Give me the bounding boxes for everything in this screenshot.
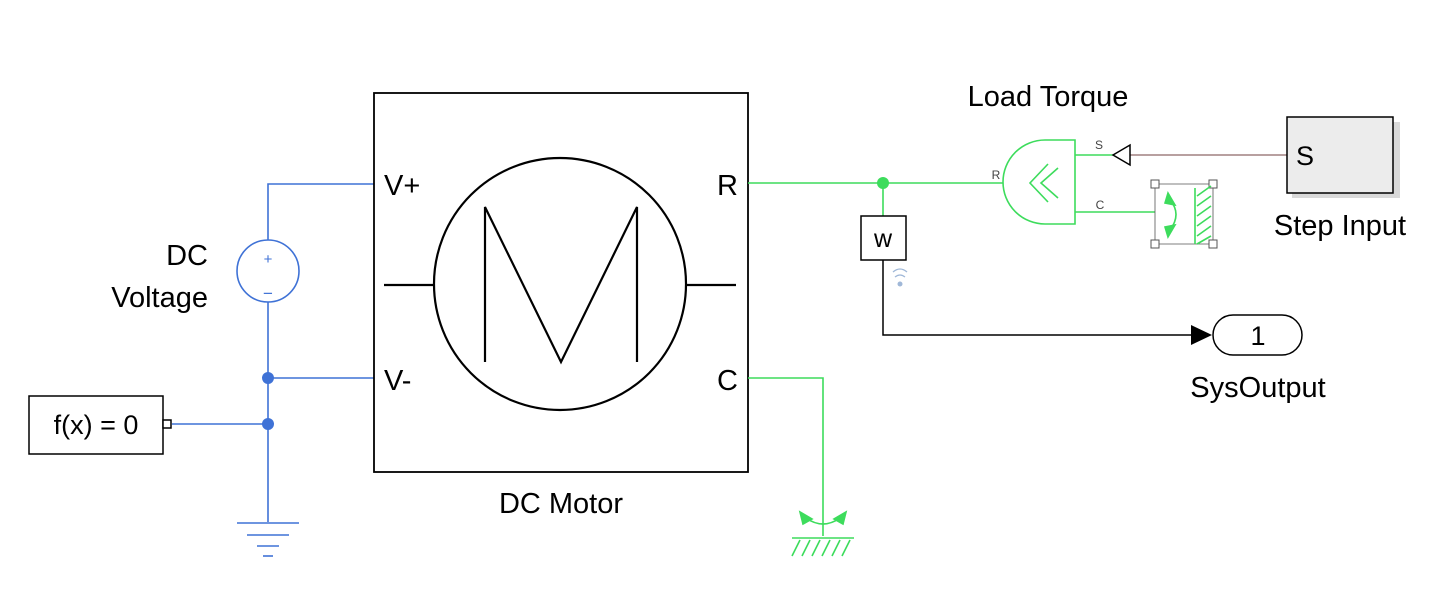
wire-vplus[interactable] xyxy=(267,183,374,242)
motor-port-c: C xyxy=(717,365,738,397)
dc-voltage-label-line2: Voltage xyxy=(111,282,208,314)
motor-m-letter xyxy=(483,206,639,365)
sensor-content: w xyxy=(873,225,893,253)
motor-port-vminus: V- xyxy=(384,365,411,397)
solver-port[interactable] xyxy=(162,419,172,429)
junction-dot xyxy=(262,372,274,384)
motor-port-vplus: V+ xyxy=(384,170,420,202)
sys-output-port[interactable]: 1 xyxy=(1212,314,1303,356)
dc-motor-label: DC Motor xyxy=(499,488,623,520)
motor-port-r: R xyxy=(717,170,738,202)
solver-config-label: f(x) = 0 xyxy=(54,410,139,440)
speed-sensor-block[interactable]: w xyxy=(860,215,907,261)
step-input-content: S xyxy=(1296,141,1314,171)
torque-chevron xyxy=(1039,167,1059,199)
wire-signal-output[interactable] xyxy=(882,260,1191,336)
dc-voltage-label-line1: DC xyxy=(166,240,208,272)
electrical-ground[interactable] xyxy=(237,522,299,557)
junction-dot xyxy=(262,418,274,430)
mechanical-reference[interactable] xyxy=(791,510,854,557)
load-torque-block[interactable]: S R C xyxy=(992,138,1105,225)
junction-dot xyxy=(877,177,889,189)
solver-configuration-block[interactable]: f(x) = 0 xyxy=(28,395,172,455)
step-input-block[interactable]: S xyxy=(1286,116,1400,198)
sys-output-number: 1 xyxy=(1250,321,1265,351)
dc-motor-block[interactable]: V+ V- R C xyxy=(373,92,749,473)
electrical-wires xyxy=(172,183,374,522)
wire-voltage-to-vminus[interactable] xyxy=(267,300,374,379)
load-torque-port-r: R xyxy=(992,168,1001,182)
mechanical-reference-selected[interactable] xyxy=(1150,179,1218,249)
load-torque-port-c: C xyxy=(1096,198,1105,212)
load-torque-input-port-icon xyxy=(1111,143,1131,167)
sys-output-label: SysOutput xyxy=(1190,372,1325,404)
wire-case-to-reference[interactable] xyxy=(748,377,824,536)
mechanical-wires xyxy=(748,182,1155,536)
step-input-label: Step Input xyxy=(1274,210,1406,242)
voltage-plus-sign: + xyxy=(264,251,273,268)
signal-logging-icon xyxy=(892,268,908,287)
load-torque-label: Load Torque xyxy=(968,81,1129,113)
signal-arrowhead xyxy=(1191,325,1212,345)
torque-chevron xyxy=(1028,163,1049,203)
load-torque-port-s: S xyxy=(1095,138,1103,152)
dc-voltage-source[interactable]: + − xyxy=(236,239,300,303)
voltage-minus-sign: − xyxy=(263,284,273,303)
